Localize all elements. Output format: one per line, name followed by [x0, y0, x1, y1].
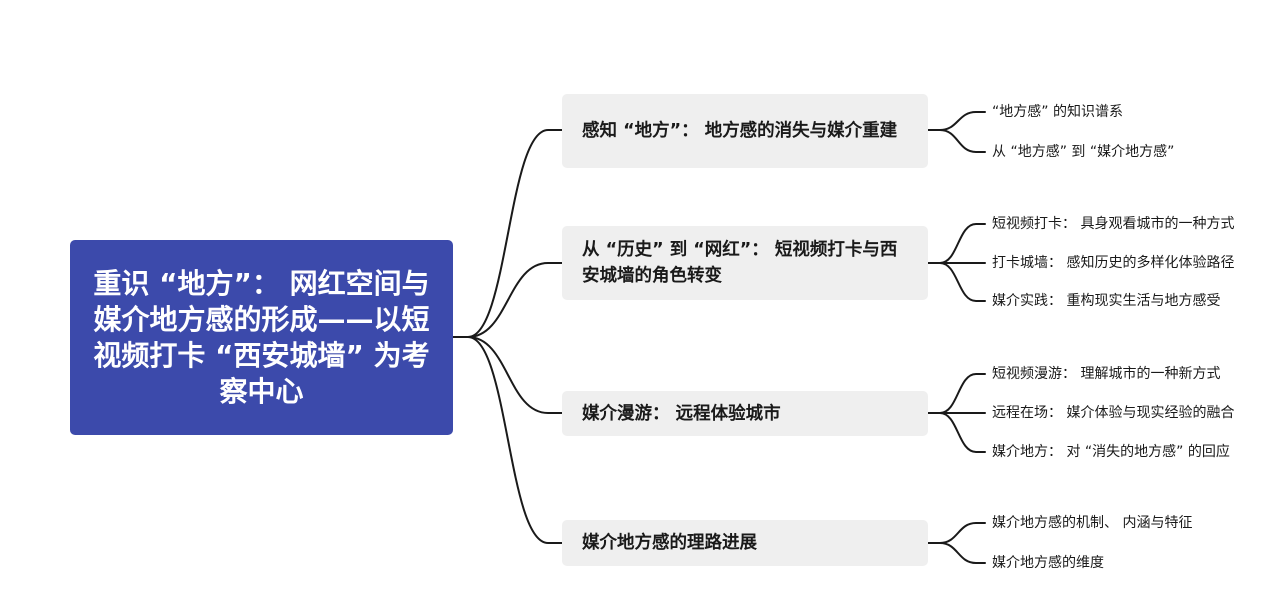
connector-b1-leaf-2 — [927, 129, 986, 153]
leaf-node[interactable]: 媒介实践： 重构现实生活与地方感受 — [992, 293, 1221, 309]
root-node[interactable]: 重识 “地方”： 网红空间与媒介地方感的形成——以短视频打卡 “西安城墙” 为考… — [70, 240, 453, 435]
branch-node-1[interactable]: 感知 “地方”： 地方感的消失与媒介重建 — [562, 94, 928, 168]
leaf-node[interactable]: 远程在场： 媒介体验与现实经验的融合 — [992, 405, 1235, 421]
connector-b4-leaf-2 — [927, 542, 986, 564]
leaf-node[interactable]: 短视频漫游： 理解城市的一种新方式 — [992, 366, 1221, 382]
branch-label: 感知 “地方”： 地方感的消失与媒介重建 — [582, 121, 898, 141]
branch-node-4[interactable]: 媒介地方感的理路进展 — [562, 520, 928, 566]
connector-b3-leaf-1 — [927, 373, 986, 414]
connector-b2-leaf-1 — [927, 223, 986, 264]
leaf-node[interactable]: 媒介地方感的机制、 内涵与特征 — [992, 515, 1193, 531]
connector-b3-leaf-3 — [927, 412, 986, 453]
connector-root-branch-3 — [452, 336, 563, 414]
branch-label: 从 “历史” 到 “网红”： 短视频打卡与西安城墙的角色转变 — [582, 240, 898, 286]
leaf-node[interactable]: 短视频打卡： 具身观看城市的一种方式 — [992, 216, 1235, 232]
connector-root-branch-2 — [452, 262, 563, 338]
branch-node-2[interactable]: 从 “历史” 到 “网红”： 短视频打卡与西安城墙的角色转变 — [562, 226, 928, 300]
root-title: 重识 “地方”： 网红空间与媒介地方感的形成——以短视频打卡 “西安城墙” 为考… — [93, 266, 430, 408]
branch-node-3[interactable]: 媒介漫游： 远程体验城市 — [562, 391, 928, 436]
connector-root-branch-4 — [452, 336, 563, 544]
leaf-node[interactable]: 媒介地方感的维度 — [992, 555, 1104, 571]
connector-b4-leaf-1 — [927, 522, 986, 544]
leaf-node[interactable]: 从 “地方感” 到 “媒介地方感” — [992, 144, 1175, 160]
leaf-node[interactable]: 打卡城墙： 感知历史的多样化体验路径 — [992, 255, 1235, 271]
leaf-node[interactable]: 媒介地方： 对 “消失的地方感” 的回应 — [992, 444, 1230, 460]
branch-label: 媒介地方感的理路进展 — [582, 533, 757, 553]
connector-b1-leaf-1 — [927, 111, 986, 131]
connector-root-branch-1 — [452, 129, 563, 338]
branch-label: 媒介漫游： 远程体验城市 — [582, 403, 781, 424]
leaf-node[interactable]: “地方感” 的知识谱系 — [992, 104, 1123, 120]
connector-b2-leaf-3 — [927, 262, 986, 302]
